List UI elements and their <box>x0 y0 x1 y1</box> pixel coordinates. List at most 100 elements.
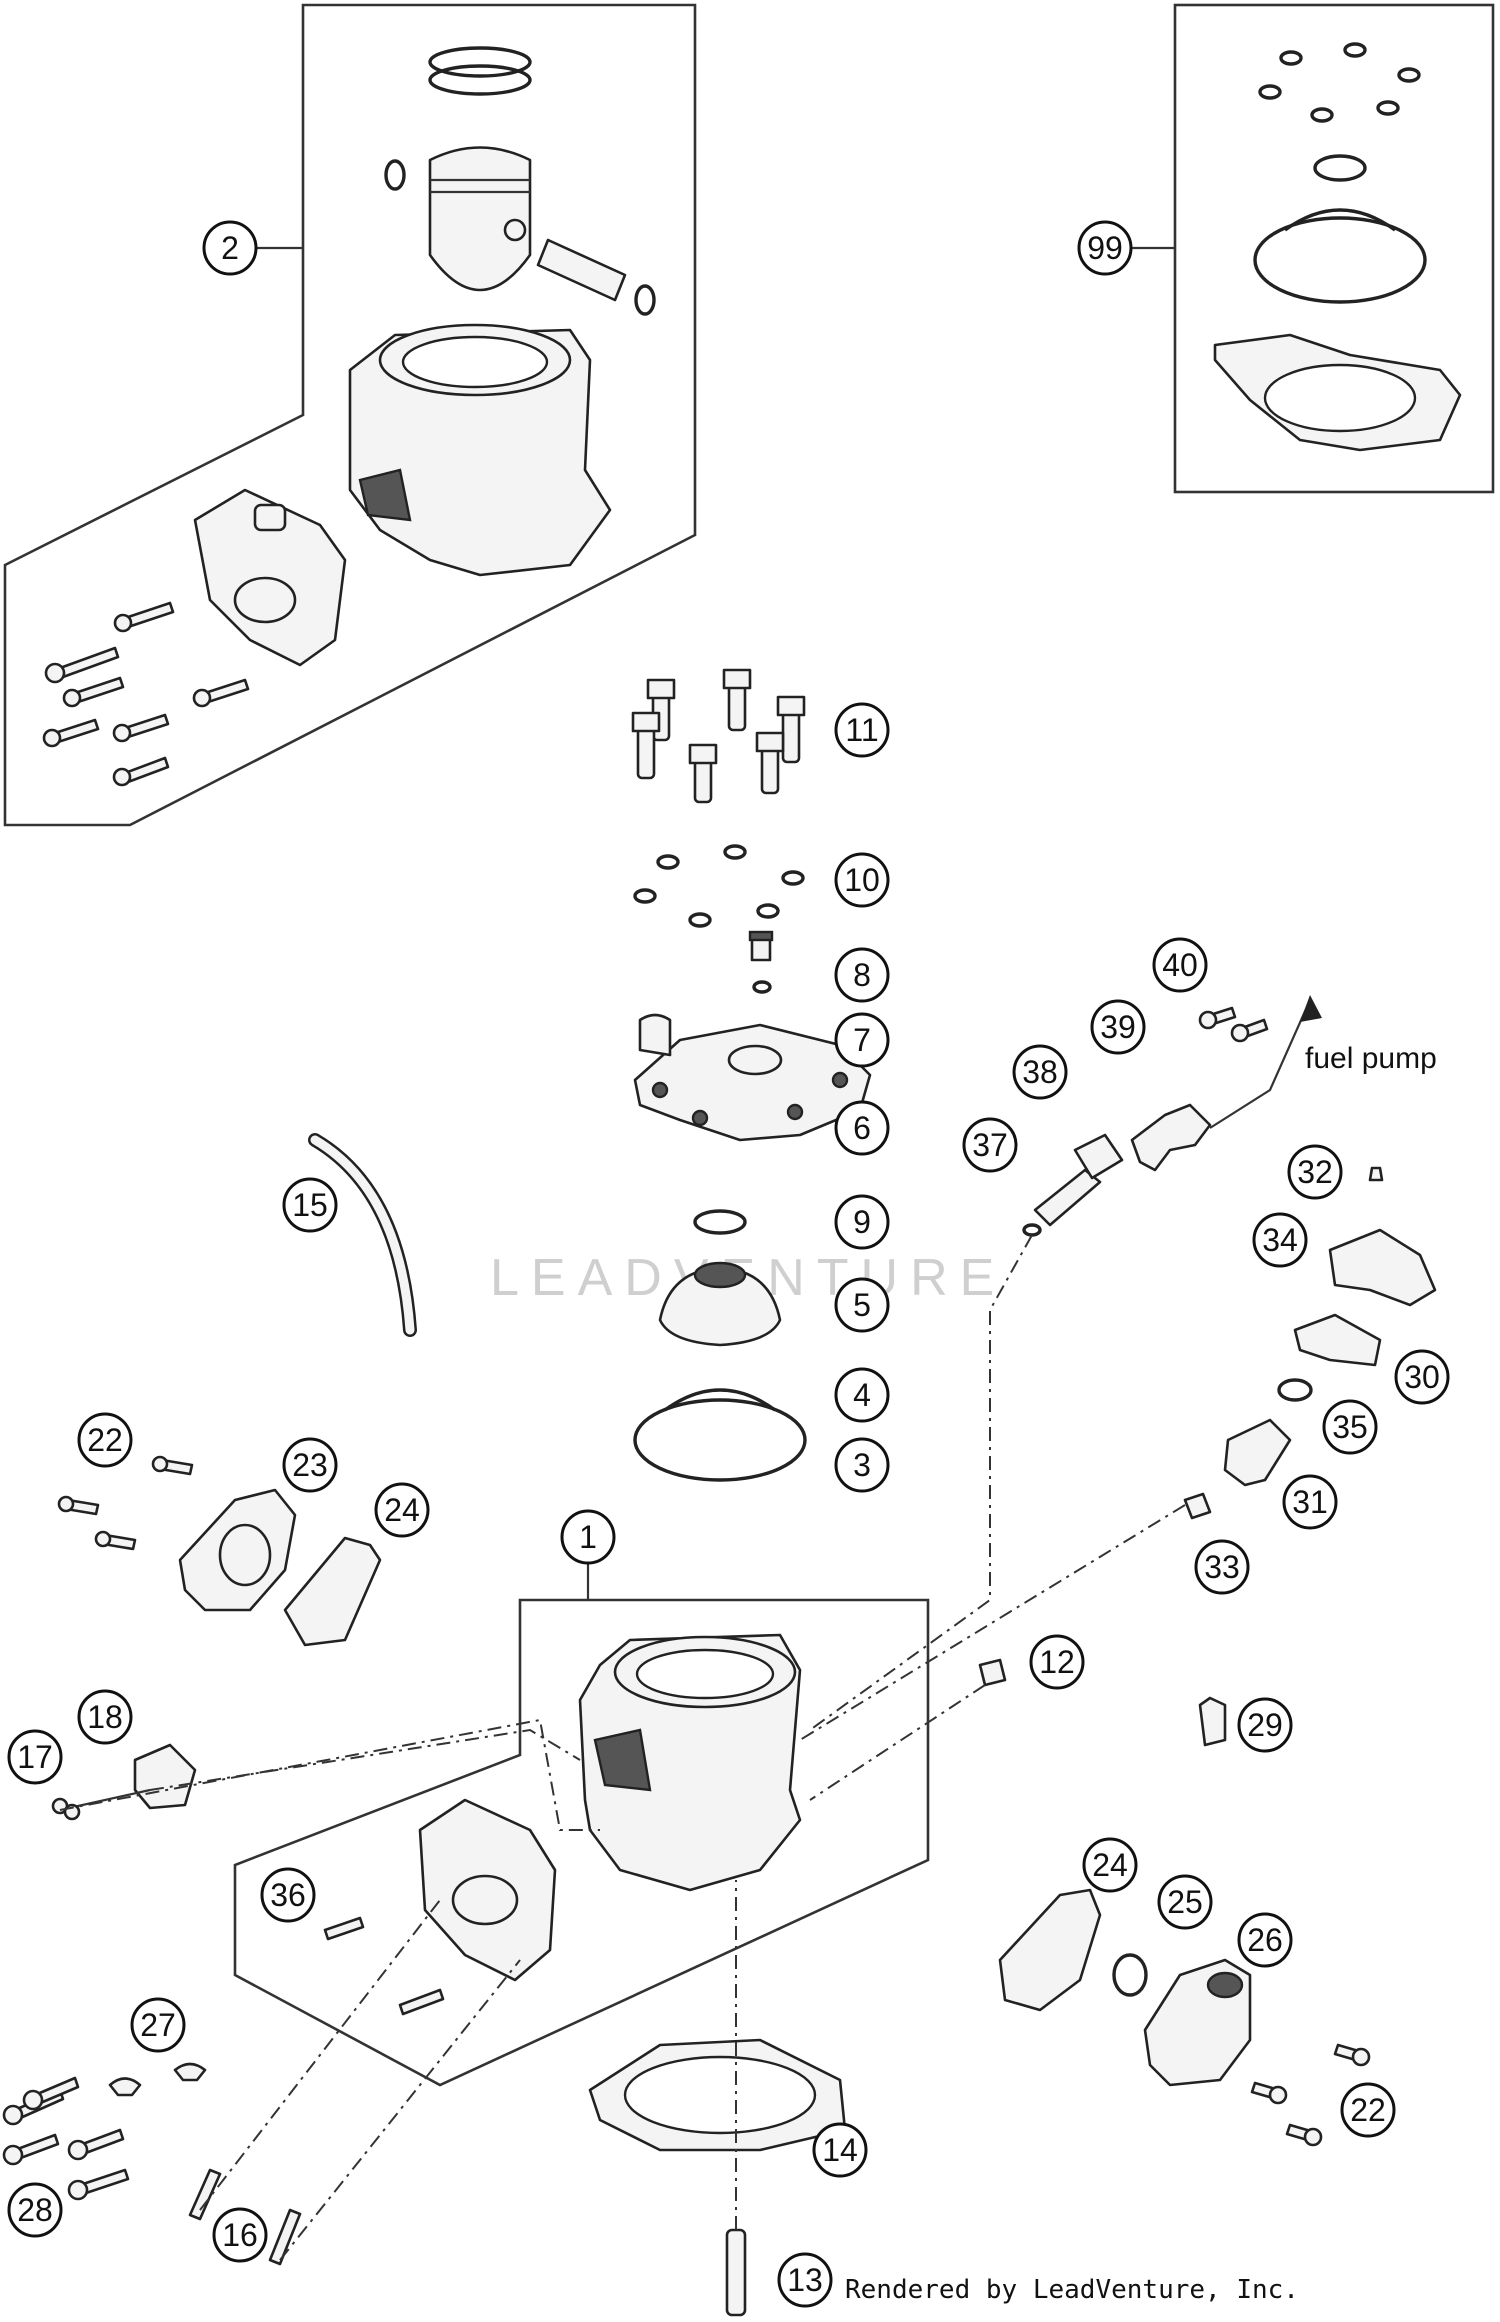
left-cover-gasket <box>283 1536 382 1647</box>
callout-28: 28 <box>7 2182 63 2238</box>
bushing <box>1183 1492 1212 1520</box>
actuator-cover <box>1328 1228 1437 1307</box>
callout-2: 2 <box>202 220 258 276</box>
fuel-fitting <box>1130 1103 1212 1172</box>
callout-5: 5 <box>834 1277 890 1333</box>
head-bolts <box>631 668 806 804</box>
callout-40: 40 <box>1152 937 1208 993</box>
svg-text:30: 30 <box>1404 1359 1440 1395</box>
sensor-screw <box>1368 1166 1384 1182</box>
gasket-kit-group <box>1130 3 1495 494</box>
svg-text:34: 34 <box>1262 1222 1298 1258</box>
head-plug <box>748 930 774 962</box>
svg-text:7: 7 <box>853 1022 871 1058</box>
svg-text:17: 17 <box>17 1739 53 1775</box>
studs <box>2 2076 130 2201</box>
right-cover-oring <box>1112 1953 1148 1997</box>
callout-11: 11 <box>834 702 890 758</box>
right-cover-group <box>998 1888 1371 2147</box>
callout-36: 36 <box>260 1867 316 1923</box>
kit-bolts <box>42 601 250 787</box>
clamp-1 <box>108 2077 142 2097</box>
callout-17: 17 <box>7 1729 63 1785</box>
piston-cylinder-kit-group <box>3 3 697 827</box>
svg-text:26: 26 <box>1247 1922 1283 1958</box>
reed-housing-port <box>451 1874 519 1926</box>
svg-text:4: 4 <box>853 1377 871 1413</box>
callout-8: 8 <box>834 947 890 1003</box>
head-seal <box>664 1388 776 1412</box>
svg-text:37: 37 <box>972 1127 1008 1163</box>
cylinder-frame <box>233 1598 930 2087</box>
callout-29: 29 <box>1237 1697 1293 1753</box>
fitting-bolts <box>1198 1006 1269 1043</box>
callout-13: 13 <box>777 2252 833 2308</box>
svg-text:6: 6 <box>853 1110 871 1146</box>
svg-text:12: 12 <box>1039 1644 1075 1680</box>
fuel-pump-label: fuel pump <box>1305 1042 1437 1075</box>
callout-22-left: 22 <box>77 1412 133 1468</box>
svg-text:36: 36 <box>270 1877 306 1913</box>
callout-34: 34 <box>1252 1212 1308 1268</box>
svg-text:22: 22 <box>87 1422 123 1458</box>
callout-23: 23 <box>282 1437 338 1493</box>
svg-text:22: 22 <box>1350 2092 1386 2128</box>
svg-text:16: 16 <box>222 2217 258 2253</box>
long-stud-2 <box>268 2208 302 2266</box>
injector-connector <box>1073 1133 1124 1180</box>
cylinder-head <box>633 1013 872 1142</box>
svg-text:29: 29 <box>1247 1707 1283 1743</box>
svg-text:10: 10 <box>844 862 880 898</box>
callout-18: 18 <box>77 1689 133 1745</box>
svg-text:23: 23 <box>292 1447 328 1483</box>
svg-text:27: 27 <box>140 2007 176 2043</box>
fuel-pump-arrow <box>1300 995 1322 1022</box>
left-cover-group <box>57 1455 382 1647</box>
main-cylinder-group <box>51 1560 1007 2087</box>
kit-reed-housing-boss <box>253 503 287 532</box>
kit-cylinder <box>348 328 612 577</box>
combustion-insert <box>658 1261 782 1347</box>
callout-39: 39 <box>1090 999 1146 1055</box>
head-oring-small <box>693 1209 747 1235</box>
callout-4: 4 <box>834 1367 890 1423</box>
callout-9: 9 <box>834 1194 890 1250</box>
gasket-kit-cap-seal <box>1284 208 1396 232</box>
left-cover-boss <box>218 1523 272 1587</box>
callout-30: 30 <box>1394 1349 1450 1405</box>
svg-text:15: 15 <box>292 1187 328 1223</box>
injector <box>1033 1168 1102 1227</box>
callout-35: 35 <box>1322 1399 1378 1455</box>
svg-text:3: 3 <box>853 1447 871 1483</box>
reed-housing-bolt-2 <box>398 1988 445 2016</box>
svg-text:31: 31 <box>1292 1484 1328 1520</box>
valve-fitting <box>1223 1418 1292 1487</box>
assembly-lines <box>59 1234 1186 2261</box>
callout-32: 32 <box>1287 1144 1343 1200</box>
fuel-injection-group: fuel pump <box>1022 995 1437 1237</box>
svg-text:5: 5 <box>853 1287 871 1323</box>
piston-pin <box>536 238 627 302</box>
kit-cylinder-bore-inner <box>401 335 549 389</box>
base-gasket <box>588 2038 847 2152</box>
kit-reed-housing-port <box>233 576 297 624</box>
svg-text:18: 18 <box>87 1699 123 1735</box>
position-sensor <box>133 1743 197 1810</box>
callout-22-right: 22 <box>1340 2082 1396 2138</box>
callout-10: 10 <box>834 852 890 908</box>
gasket-kit-washers <box>1258 42 1421 123</box>
callout-24-left: 24 <box>374 1482 430 1538</box>
callout-99: 99 <box>1077 220 1133 276</box>
svg-text:40: 40 <box>1162 947 1198 983</box>
piston-ring-upper <box>428 46 532 78</box>
fuel-pump-line <box>1209 999 1312 1129</box>
kit-frame <box>3 3 697 827</box>
callout-38: 38 <box>1012 1044 1068 1100</box>
callout-1: 1 <box>560 1509 616 1565</box>
svg-text:9: 9 <box>853 1204 871 1240</box>
svg-text:25: 25 <box>1167 1884 1203 1920</box>
footer-credit: Rendered by LeadVenture, Inc. <box>845 2275 1299 2305</box>
head-oring-large <box>633 1398 807 1482</box>
right-cover-bolts <box>1250 2043 1371 2147</box>
